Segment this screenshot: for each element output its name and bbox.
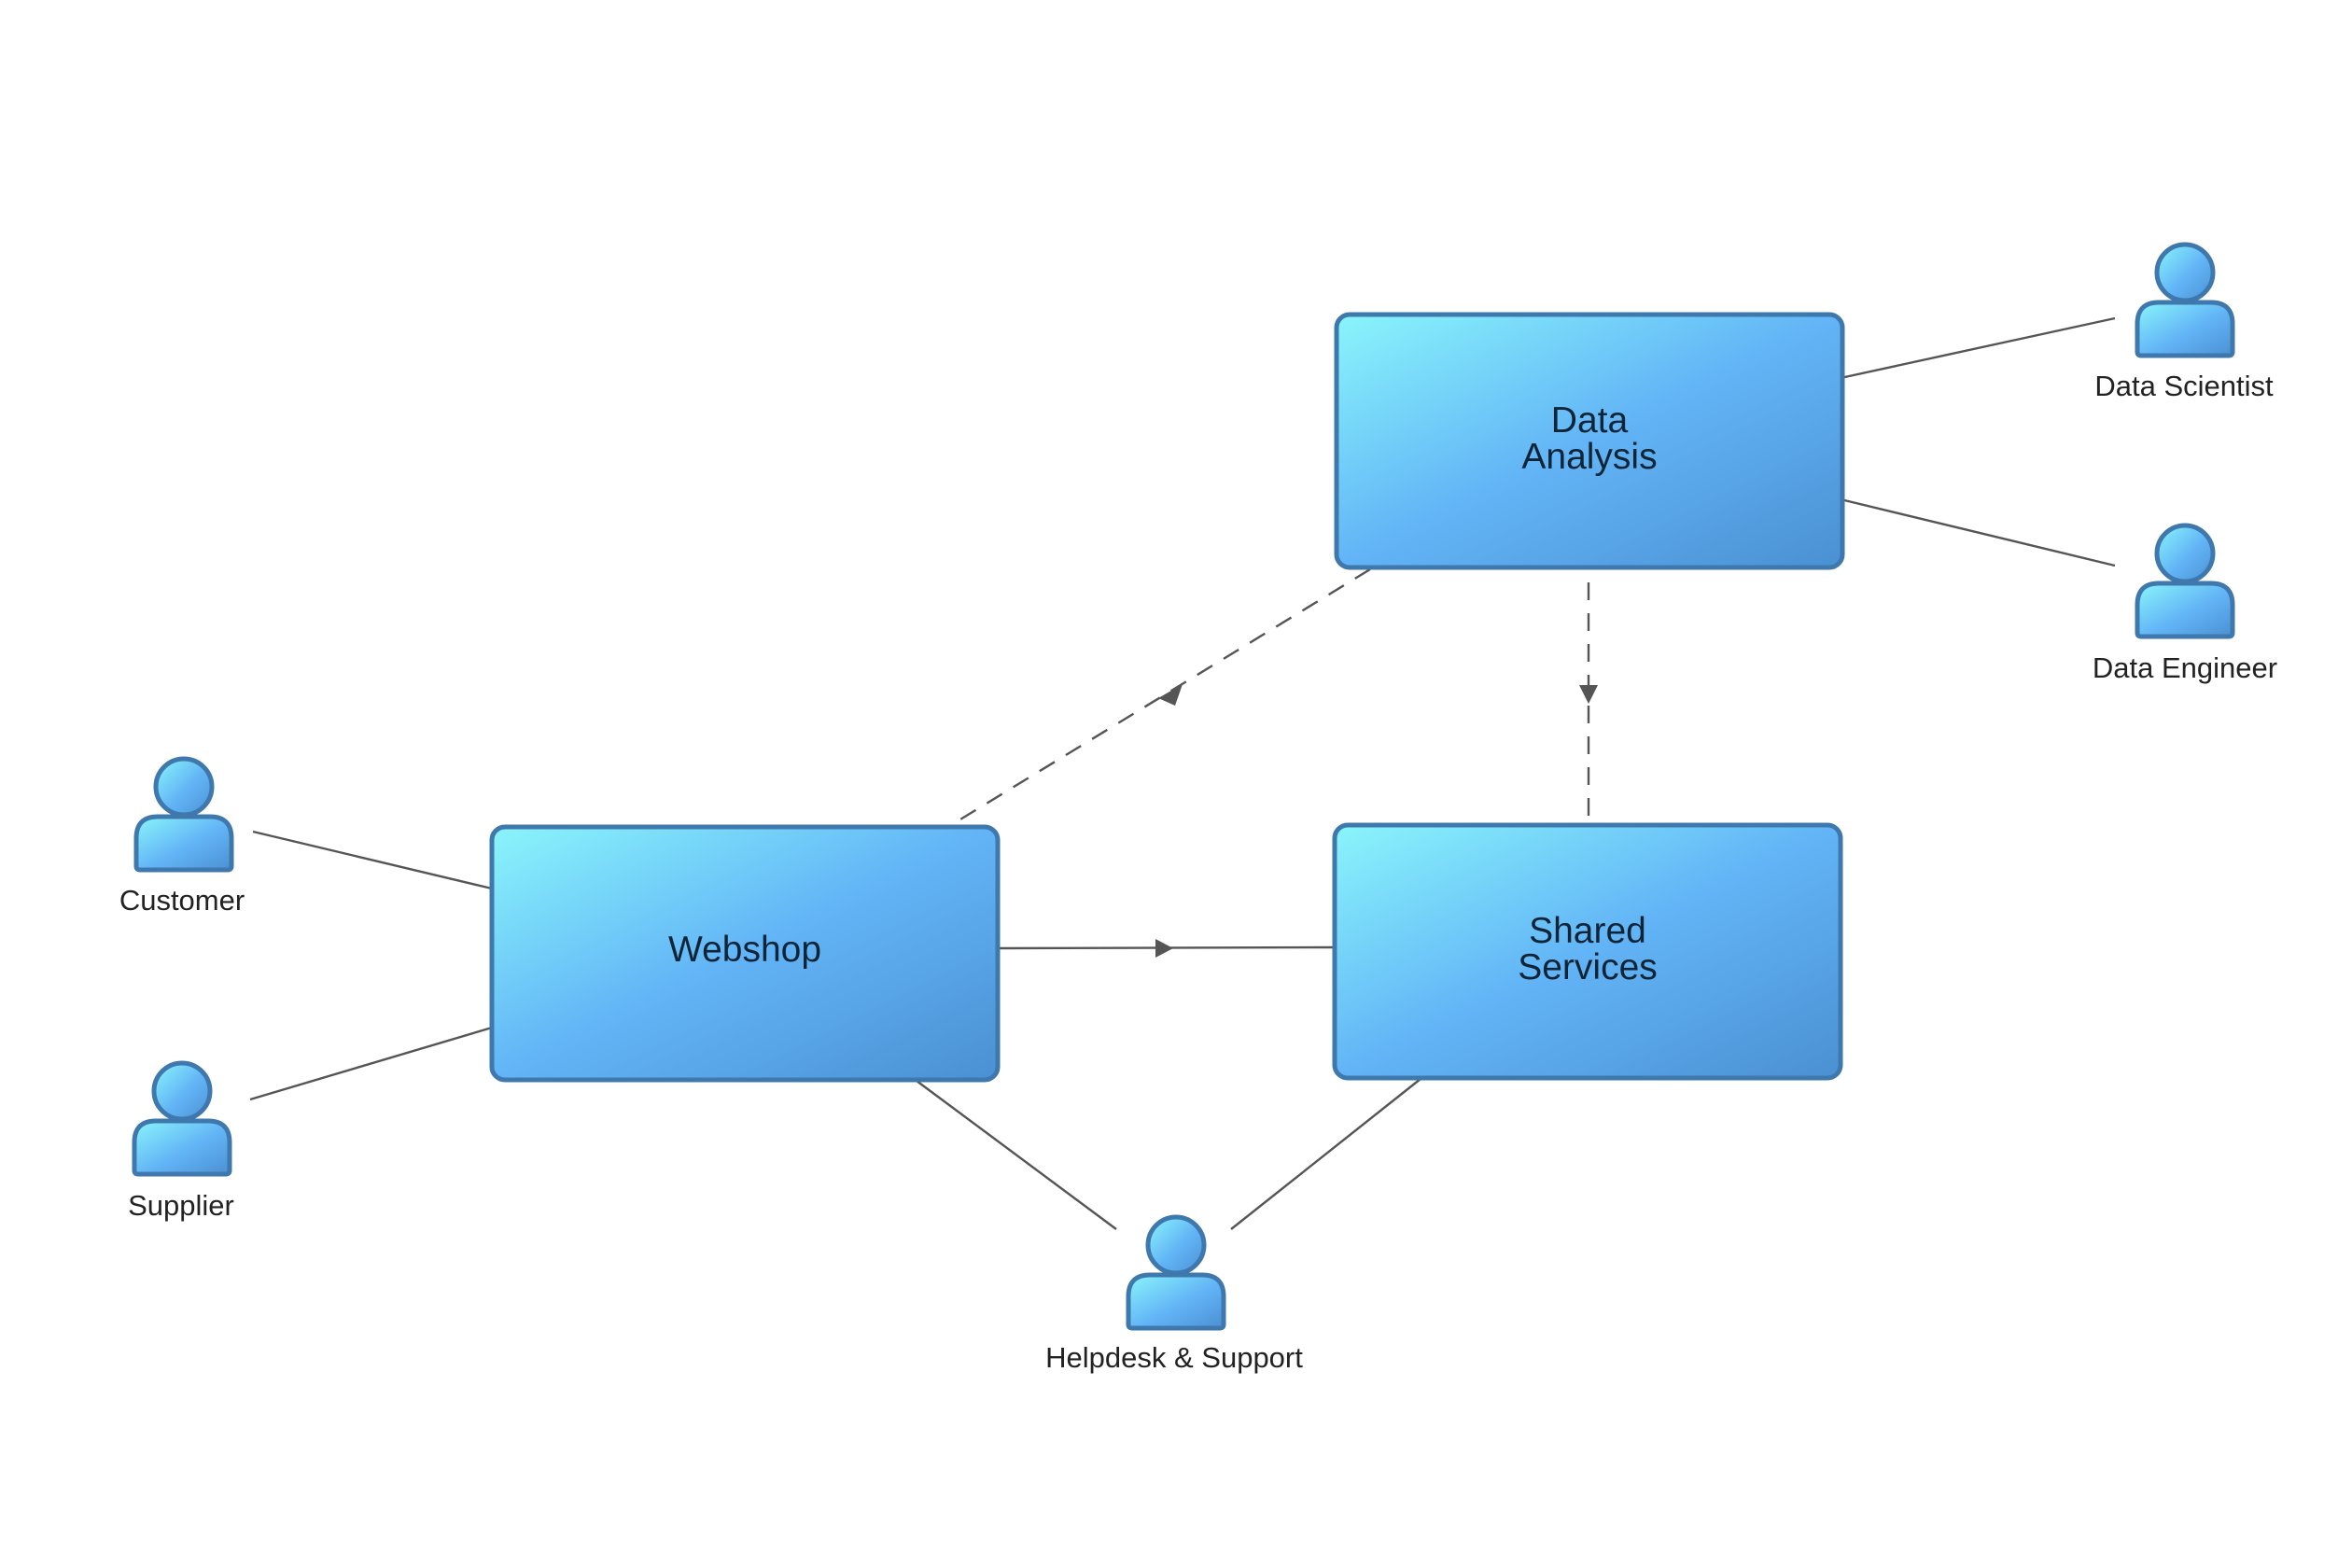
system-label-data-analysis-line-2: Analysis [1521,437,1657,477]
actor-label-customer: Customer [119,884,245,917]
system-label-shared-services-line-1: Shared [1529,911,1646,951]
connector-data-engineer-data-analysis [1840,497,2116,567]
dashed-connector-data-analysis-webshop [955,567,1371,824]
person-icon [2135,523,2235,639]
connector-webshop-helpdesk [916,1080,1117,1230]
arrowhead-webshop-shared-services [1155,939,1173,958]
system-label-shared-services-line-2: Services [1518,947,1658,987]
system-box-webshop[interactable]: Webshop [489,824,1001,1083]
connector-data-scientist-data-analysis [1840,316,2116,380]
actor-label-data-engineer: Data Engineer [2093,651,2277,684]
person-icon [1126,1214,1226,1331]
person-icon [132,1060,232,1177]
actor-label-helpdesk-support: Helpdesk & Support [1045,1341,1303,1374]
system-box-data-analysis[interactable]: Data Analysis [1334,312,1845,570]
actor-data-engineer[interactable]: Data Engineer [2093,523,2277,684]
connector-customer-webshop [252,830,493,890]
connector-supplier-webshop [249,1026,493,1101]
system-label-webshop: Webshop [668,930,821,970]
system-box-shared-services[interactable]: Shared Services [1332,822,1843,1081]
system-label-data-analysis-line-1: Data [1551,400,1629,441]
actor-supplier[interactable]: Supplier [128,1060,234,1222]
actor-label-supplier: Supplier [128,1189,234,1222]
actor-helpdesk-support[interactable]: Helpdesk & Support [1045,1214,1303,1374]
person-icon [2135,242,2235,358]
arrowhead-data-analysis-webshop [1158,684,1183,706]
actor-data-scientist[interactable]: Data Scientist [2094,242,2274,402]
actor-customer[interactable]: Customer [119,756,245,917]
person-icon [133,756,234,873]
connector-shared-services-helpdesk [1230,1078,1421,1230]
arrowhead-data-analysis-shared-services [1579,685,1598,704]
actor-label-data-scientist: Data Scientist [2094,370,2274,402]
connectors [249,316,2116,1230]
